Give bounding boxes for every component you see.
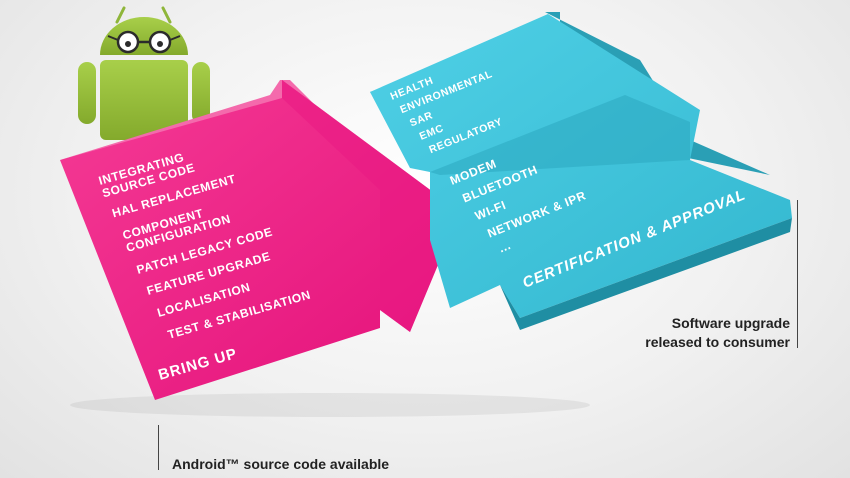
start-marker-line — [158, 425, 159, 470]
end-marker-line — [797, 200, 798, 348]
ground-shadow — [70, 393, 590, 417]
end-caption: Software upgrade released to consumer — [645, 314, 790, 352]
bring-up-arrowhead-shade — [282, 80, 460, 332]
bring-up-arrow-top — [60, 80, 320, 160]
android-robot-icon — [78, 6, 210, 140]
certification-step-shade — [430, 95, 690, 175]
end-caption-line-1: Software upgrade — [671, 315, 790, 331]
certification-item: ... — [497, 238, 513, 255]
certification-arrow-side — [500, 218, 792, 330]
end-caption-line-2: released to consumer — [645, 334, 790, 350]
start-caption: Android™ source code available — [172, 456, 390, 472]
